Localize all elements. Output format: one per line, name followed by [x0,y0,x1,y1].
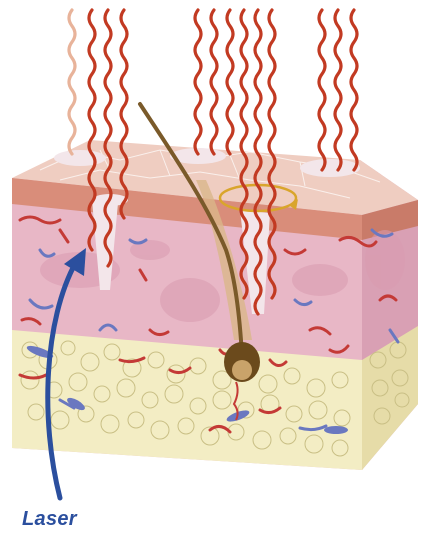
laser-wave [211,10,217,154]
laser-wave [227,10,233,154]
laser-caption: Laser [22,508,77,531]
laser-wave [195,10,201,154]
laser-wave [351,10,357,170]
laser-wave [69,10,75,154]
laser-wave [319,10,325,170]
laser-wave [335,10,341,170]
